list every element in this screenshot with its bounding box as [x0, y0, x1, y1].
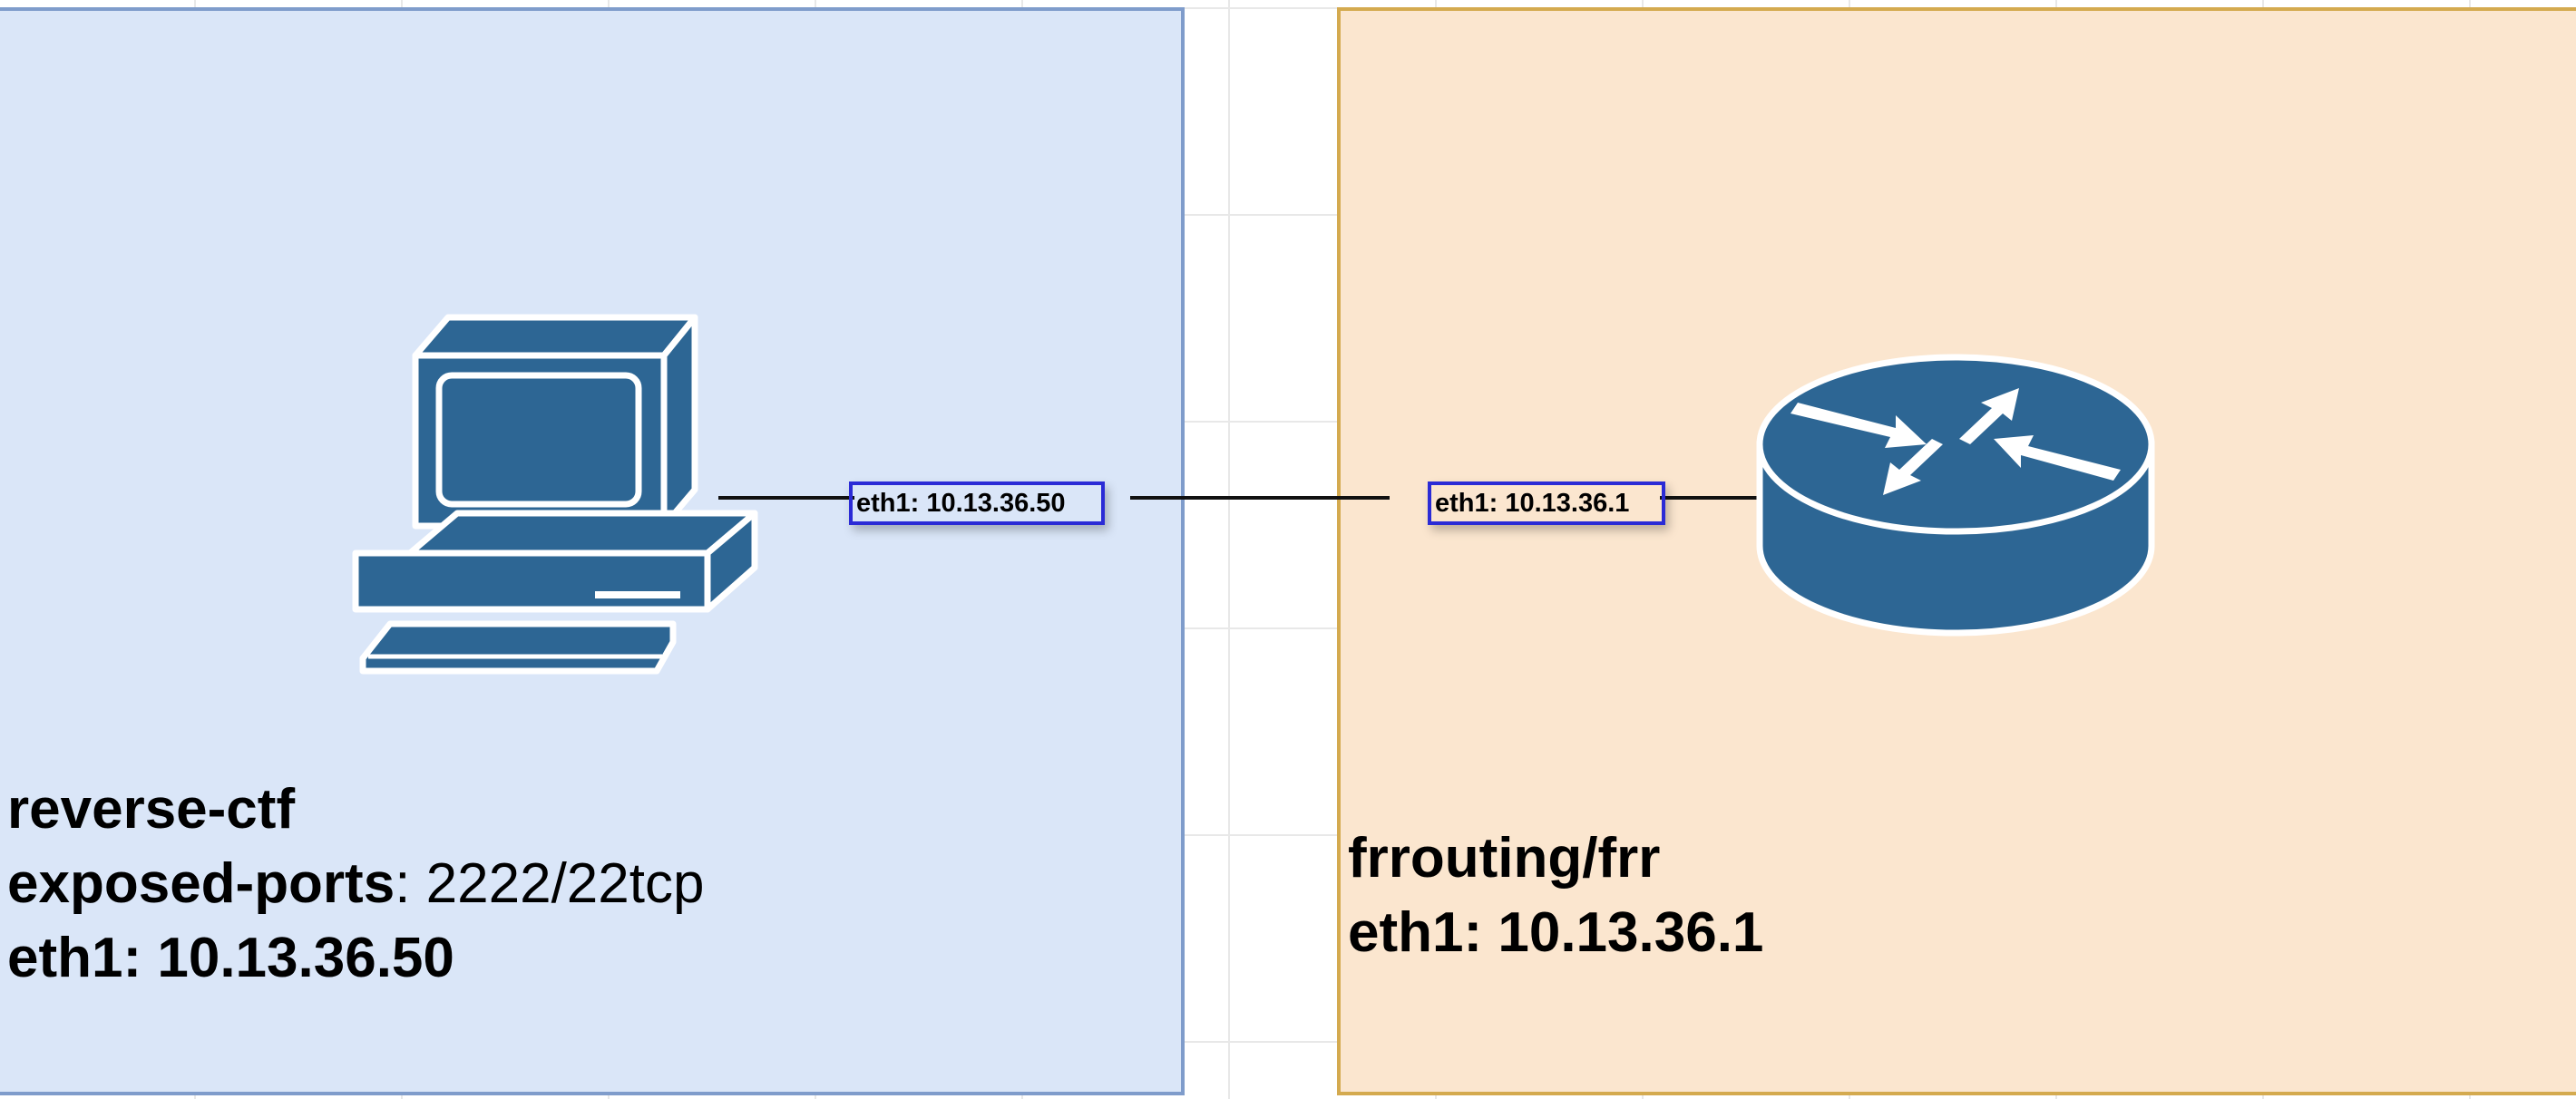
pc-name: reverse-ctf [7, 778, 296, 841]
link-label-pc-iface[interactable]: eth1: 10.13.36.50 [849, 481, 1105, 525]
pc-ports-value: : 2222/22tcp [395, 852, 705, 915]
pc-iface: eth1: 10.13.36.50 [7, 927, 454, 989]
pc-ports-key: exposed-ports [7, 852, 395, 915]
pc-node-label[interactable]: reverse-ctf exposed-ports: 2222/22tcp et… [7, 773, 704, 996]
router-icon[interactable] [1747, 350, 2164, 649]
link-label-router-iface[interactable]: eth1: 10.13.36.1 [1428, 481, 1665, 525]
link-segment-middle[interactable] [1130, 496, 1390, 500]
router-node-label[interactable]: frrouting/frr eth1: 10.13.36.1 [1348, 822, 1763, 970]
link-segment-pc[interactable] [718, 496, 854, 500]
router-name: frrouting/frr [1348, 827, 1661, 890]
router-iface: eth1: 10.13.36.1 [1348, 901, 1764, 964]
link-segment-router[interactable] [1660, 496, 1805, 500]
workstation-icon[interactable] [345, 308, 771, 689]
